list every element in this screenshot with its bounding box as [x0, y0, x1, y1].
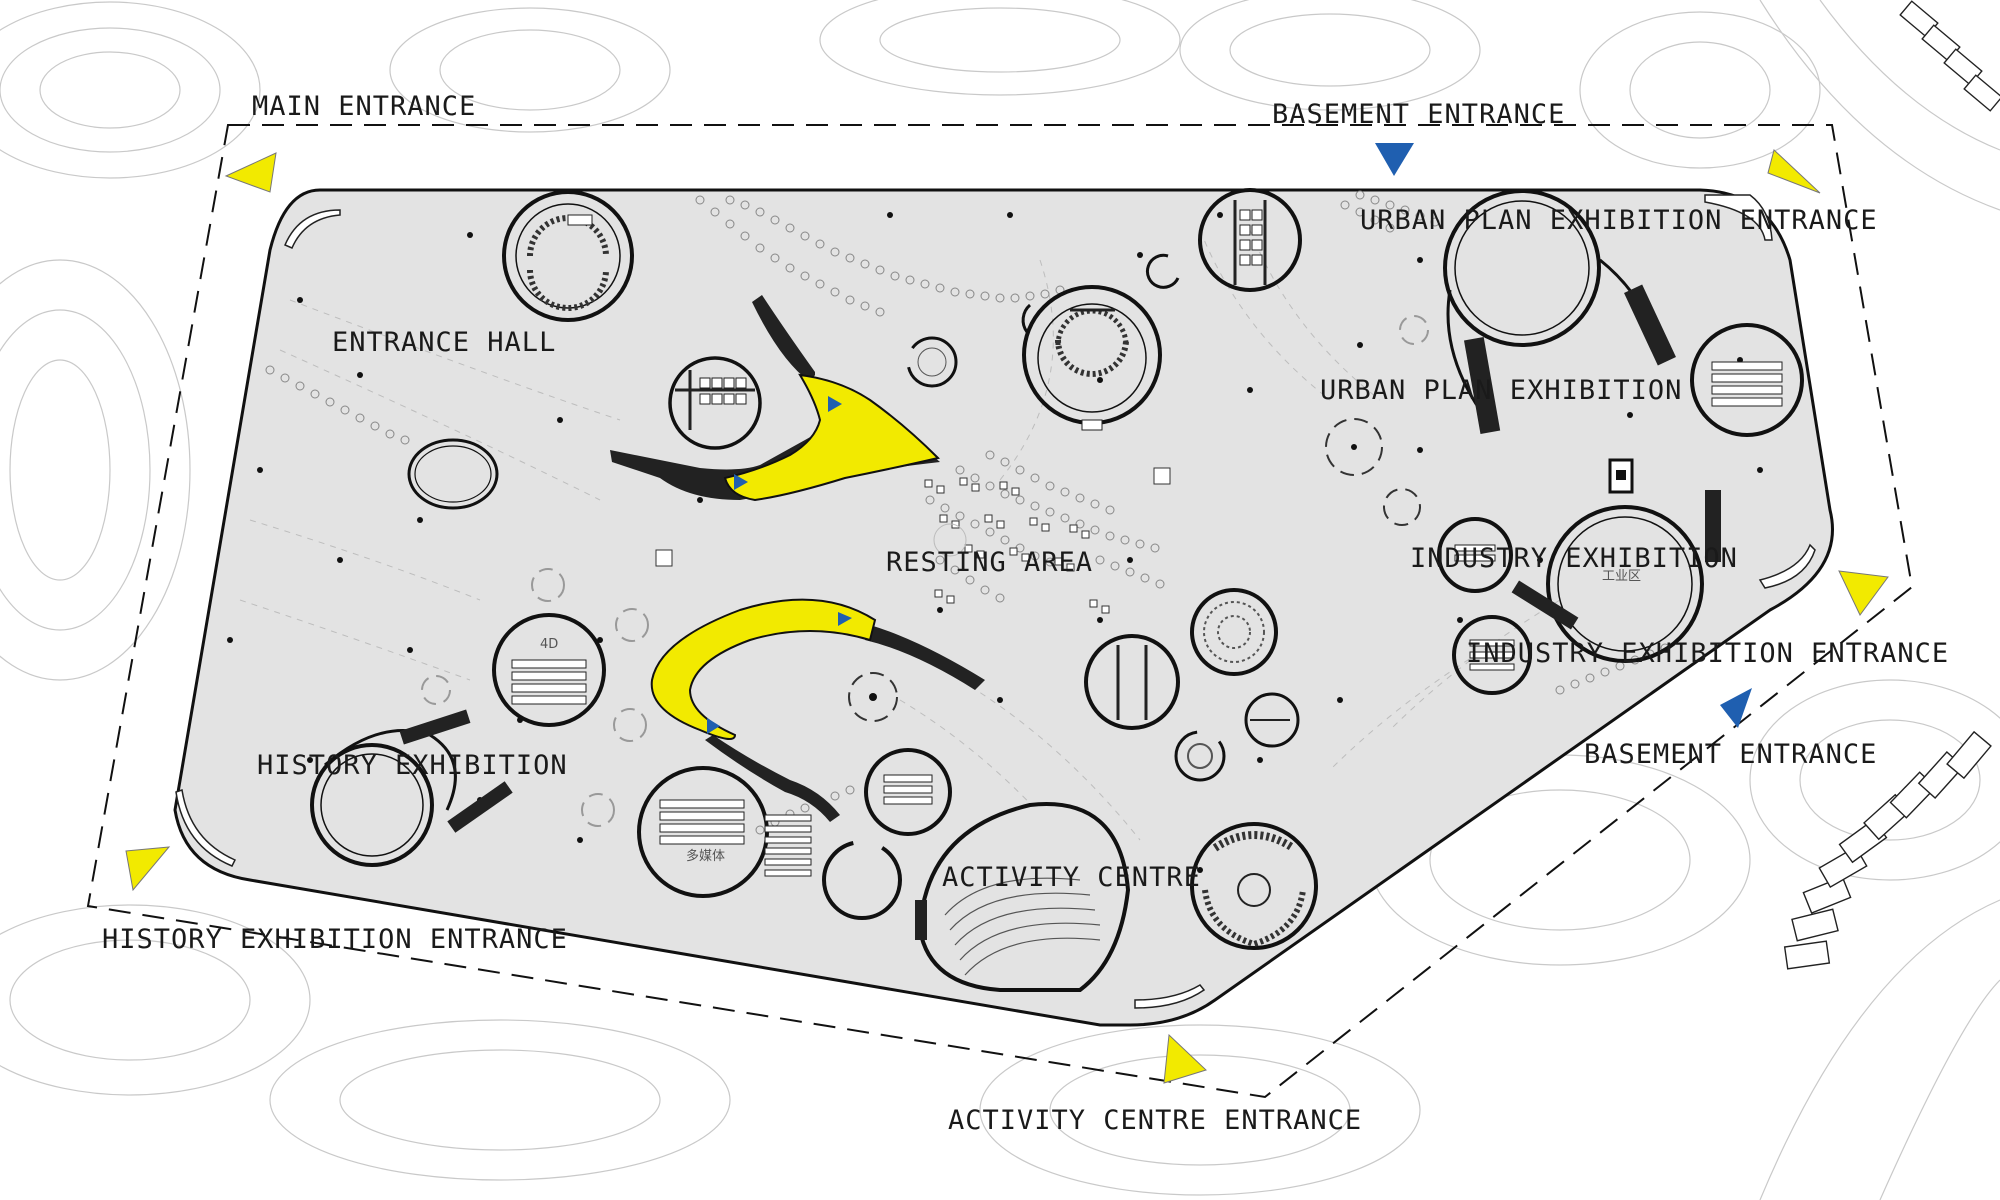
toilet-room-bottom — [1084, 634, 1180, 730]
urban-plan-seating-room — [1690, 323, 1804, 437]
label-basement-entrance-right: BASEMENT ENTRANCE — [1584, 739, 1877, 770]
icon-square — [1608, 458, 1634, 494]
ramp-top — [610, 295, 940, 502]
label-entrance-hall: ENTRANCE HALL — [332, 327, 556, 358]
fountain — [933, 523, 967, 557]
label-industry-entrance: INDUSTRY EXHIBITION ENTRANCE — [1466, 638, 1949, 669]
label-history-entrance: HISTORY EXHIBITION ENTRANCE — [102, 924, 568, 955]
activity-centre-room — [915, 802, 1131, 992]
activity-centre-entrance-marker — [1163, 1033, 1207, 1084]
label-resting-area: RESTING AREA — [886, 547, 1093, 578]
dashed-rotundas — [421, 315, 1429, 827]
seating-room-top — [668, 356, 762, 450]
arc-fragment — [1145, 253, 1180, 289]
small-rotunda — [1174, 730, 1226, 782]
site-boundary — [86, 124, 1914, 1099]
urban-plan-entrance-marker — [1767, 149, 1821, 194]
label-industry-exhibition: INDUSTRY EXHIBITION — [1410, 543, 1738, 574]
stair-industry — [1511, 580, 1579, 630]
planting-cluster — [925, 450, 1165, 603]
industry-entrance-marker — [1838, 570, 1889, 616]
blue-ramp-marker — [707, 718, 720, 734]
four-d-mark: 4D — [540, 637, 558, 652]
planting-cluster — [1340, 190, 1440, 233]
basement-entrance-marker-right — [1720, 688, 1752, 728]
basement-entrance-marker-top — [1375, 143, 1414, 176]
labels: MAIN ENTRANCE BASEMENT ENTRANCE URBAN PL… — [102, 91, 1949, 1136]
building-floor — [173, 188, 1834, 1027]
label-activity-centre: ACTIVITY CENTRE — [942, 862, 1201, 893]
main-entrance-marker — [224, 152, 277, 193]
entrance-hall-room — [502, 190, 634, 322]
planting-cluster — [695, 195, 1065, 317]
entrance-markers — [125, 149, 1889, 1084]
terrace-steps — [1783, 0, 2000, 970]
blue-ramp-marker — [838, 612, 852, 626]
arc-fragment — [1021, 303, 1032, 333]
label-urban-plan-exhibition: URBAN PLAN EXHIBITION — [1320, 375, 1682, 406]
label-urban-plan-entrance: URBAN PLAN EXHIBITION ENTRANCE — [1360, 205, 1878, 236]
industry-seating-room-a — [1437, 517, 1513, 593]
multimedia-room: 多媒体 — [637, 766, 769, 898]
seating-room-bottom — [864, 748, 952, 836]
history-entrance-marker — [125, 846, 171, 892]
label-history-exhibition: HISTORY EXHIBITION — [257, 750, 568, 781]
label-activity-entrance: ACTIVITY CENTRE ENTRANCE — [948, 1105, 1362, 1136]
seat-grid — [764, 814, 812, 877]
industry-room-mark: 工业区 — [1602, 569, 1641, 584]
small-toilet-room — [1244, 692, 1300, 748]
toilet-room-top — [1198, 188, 1302, 292]
blue-ramp-marker — [828, 396, 842, 412]
industry-exhibition-room: 工业区 — [1546, 505, 1704, 663]
basement-markers — [1375, 143, 1752, 728]
label-basement-entrance-top: BASEMENT ENTRANCE — [1272, 99, 1565, 130]
stage-room — [1190, 822, 1318, 950]
circular-seating-room — [1190, 588, 1278, 676]
resting-furniture — [655, 467, 1171, 614]
theatre-centre-top — [1022, 285, 1162, 431]
ramp-bottom — [650, 598, 985, 822]
small-dome-top — [906, 336, 958, 388]
urban-plan-exhibition-room — [1443, 189, 1676, 435]
four-d-room: 4D — [492, 613, 606, 727]
multimedia-mark: 多媒体 — [686, 848, 725, 864]
stair-right — [1705, 490, 1721, 562]
label-main-entrance: MAIN ENTRANCE — [252, 91, 476, 122]
blue-ramp-marker — [734, 474, 748, 490]
planting-cluster — [1555, 643, 1670, 695]
history-exhibition-room — [310, 709, 513, 867]
oval-pavilion — [407, 438, 499, 510]
entrance-nooks — [175, 194, 1816, 1009]
planting-cluster — [265, 365, 410, 445]
small-pavilion — [822, 840, 902, 920]
industry-seating-room-b — [1452, 615, 1532, 695]
